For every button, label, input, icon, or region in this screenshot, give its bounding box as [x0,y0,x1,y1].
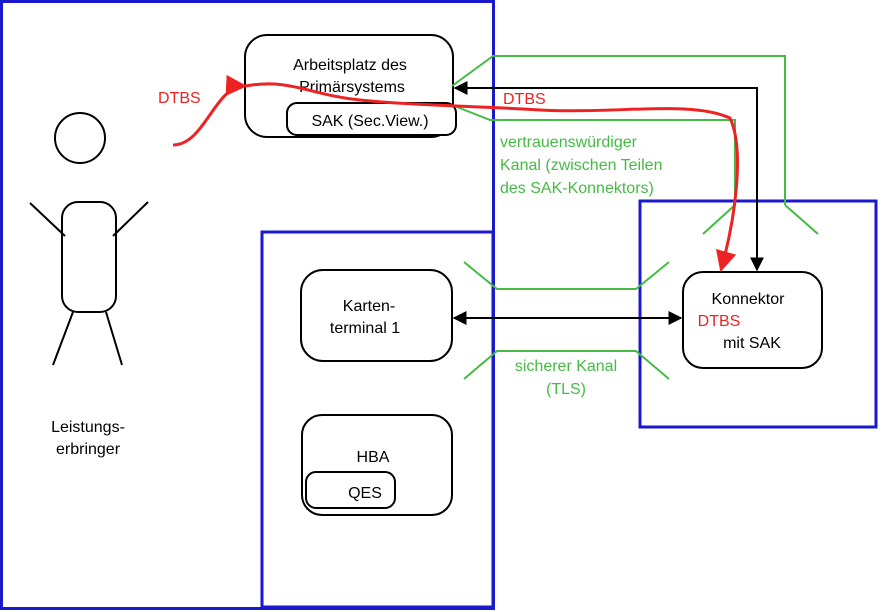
connector-box [682,271,823,369]
dtbs-right-label: DTBS [503,91,546,108]
actor-label-line1: Leistungs- [51,419,125,436]
secure-channel-line1: sicherer Kanal [515,358,617,375]
arrow-workstation-connector [453,81,764,272]
secure-channel-line2: (TLS) [546,381,586,398]
boundary-card-zone [260,230,495,609]
connector-line3: mit SAK [723,335,781,352]
dtbs-flow-out [244,82,739,273]
trusted-channel-line3: des SAK-Konnektors) [500,180,654,197]
workstation-title-line1: Arbeitsplatz des [293,57,407,74]
secure-channel [463,261,670,380]
trusted-channel-line1: vertrauenswürdiger [500,134,638,151]
card-terminal-box [300,269,453,362]
hba-label: HBA [357,449,390,466]
connector-line1: Konnektor [712,291,786,308]
qes-box [305,471,396,509]
qes-label: QES [348,485,382,502]
workstation-title-line2: Primärsystems [299,79,405,96]
connector-dtbs: DTBS [698,313,741,330]
actor-label-line2: erbringer [56,441,121,458]
actor-figure [29,112,149,366]
card-terminal-line2: terminal 1 [330,320,400,337]
dtbs-left-label: DTBS [158,90,201,107]
dtbs-flow-in [172,74,248,147]
sak-label: SAK (Sec.View.) [311,113,428,130]
card-terminal-line1: Karten- [343,298,395,315]
trusted-channel-line2: Kanal (zwischen Teilen [500,157,662,174]
